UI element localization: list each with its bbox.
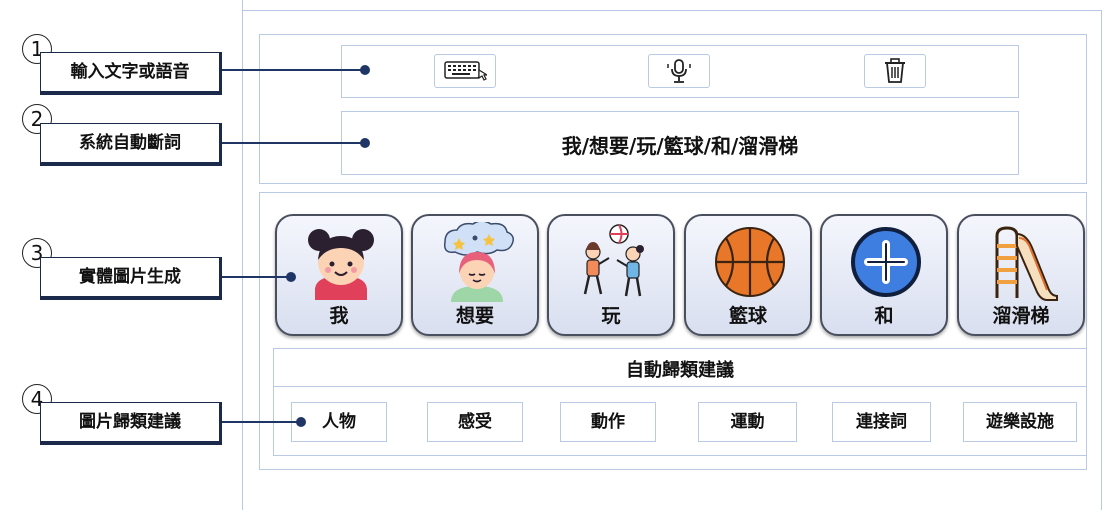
plus-circle-icon xyxy=(851,227,921,297)
dreaming-person-icon xyxy=(443,222,514,302)
category-chip-action[interactable]: 動作 xyxy=(560,402,656,442)
callout-dot xyxy=(286,272,296,282)
category-chip-feeling[interactable]: 感受 xyxy=(427,402,523,442)
trash-icon xyxy=(885,58,905,83)
category-chip-playground[interactable]: 遊樂設施 xyxy=(963,402,1077,442)
callout-leader xyxy=(222,69,365,71)
girl-icon xyxy=(308,229,374,300)
picture-card-label: 我 xyxy=(329,305,349,327)
callout-dot xyxy=(360,138,370,148)
picture-card-slide[interactable]: 溜滑梯 xyxy=(957,214,1085,336)
picture-card-label: 玩 xyxy=(601,305,621,327)
callout-number: 1 xyxy=(22,34,52,64)
picture-card-label: 想要 xyxy=(455,305,494,327)
segmentation-row xyxy=(341,111,1019,175)
frame-top-line xyxy=(242,10,1102,11)
callout-label-input: 輸入文字或語音 xyxy=(40,52,222,95)
basketball-icon xyxy=(715,227,785,297)
callout-dot xyxy=(360,65,370,75)
slide-icon xyxy=(995,226,1058,301)
microphone-button[interactable] xyxy=(648,54,710,88)
suggestion-box xyxy=(273,348,1087,456)
suggestion-title-divider xyxy=(273,386,1087,387)
segmented-sentence: 我/想要/玩/籃球/和/溜滑梯 xyxy=(561,134,799,158)
category-chip-people[interactable]: 人物 xyxy=(291,402,387,442)
frame-left-line xyxy=(242,0,243,510)
category-chip-conjunction[interactable]: 連接詞 xyxy=(832,402,931,442)
callout-label-pictures: 實體圖片生成 xyxy=(40,257,222,300)
keyboard-icon xyxy=(444,61,487,81)
callout-label-categories: 圖片歸類建議 xyxy=(40,402,222,445)
category-chip-sports[interactable]: 運動 xyxy=(698,402,797,442)
callout-leader xyxy=(222,276,292,278)
suggestion-title: 自動歸類建議 xyxy=(626,360,734,381)
callout-label-segmentation: 系統自動斷詞 xyxy=(40,123,222,166)
callout-leader xyxy=(222,421,302,423)
picture-card-me[interactable]: 我 xyxy=(275,214,403,336)
kids-playing-ball-icon xyxy=(583,224,644,297)
microphone-icon xyxy=(667,59,691,83)
picture-card-basketball[interactable]: 籃球 xyxy=(684,214,812,336)
keyboard-button[interactable] xyxy=(434,54,496,88)
picture-card-and[interactable]: 和 xyxy=(820,214,948,336)
picture-card-label: 籃球 xyxy=(728,305,767,327)
callout-number: 2 xyxy=(22,104,52,134)
callout-dot xyxy=(296,417,306,427)
picture-card-want[interactable]: 想要 xyxy=(411,214,539,336)
picture-card-label: 溜滑梯 xyxy=(992,305,1050,327)
picture-card-label: 和 xyxy=(874,305,894,327)
delete-button[interactable] xyxy=(864,54,926,88)
callout-leader xyxy=(222,142,365,144)
frame-right-line xyxy=(1101,10,1102,510)
picture-card-play[interactable]: 玩 xyxy=(547,214,675,336)
